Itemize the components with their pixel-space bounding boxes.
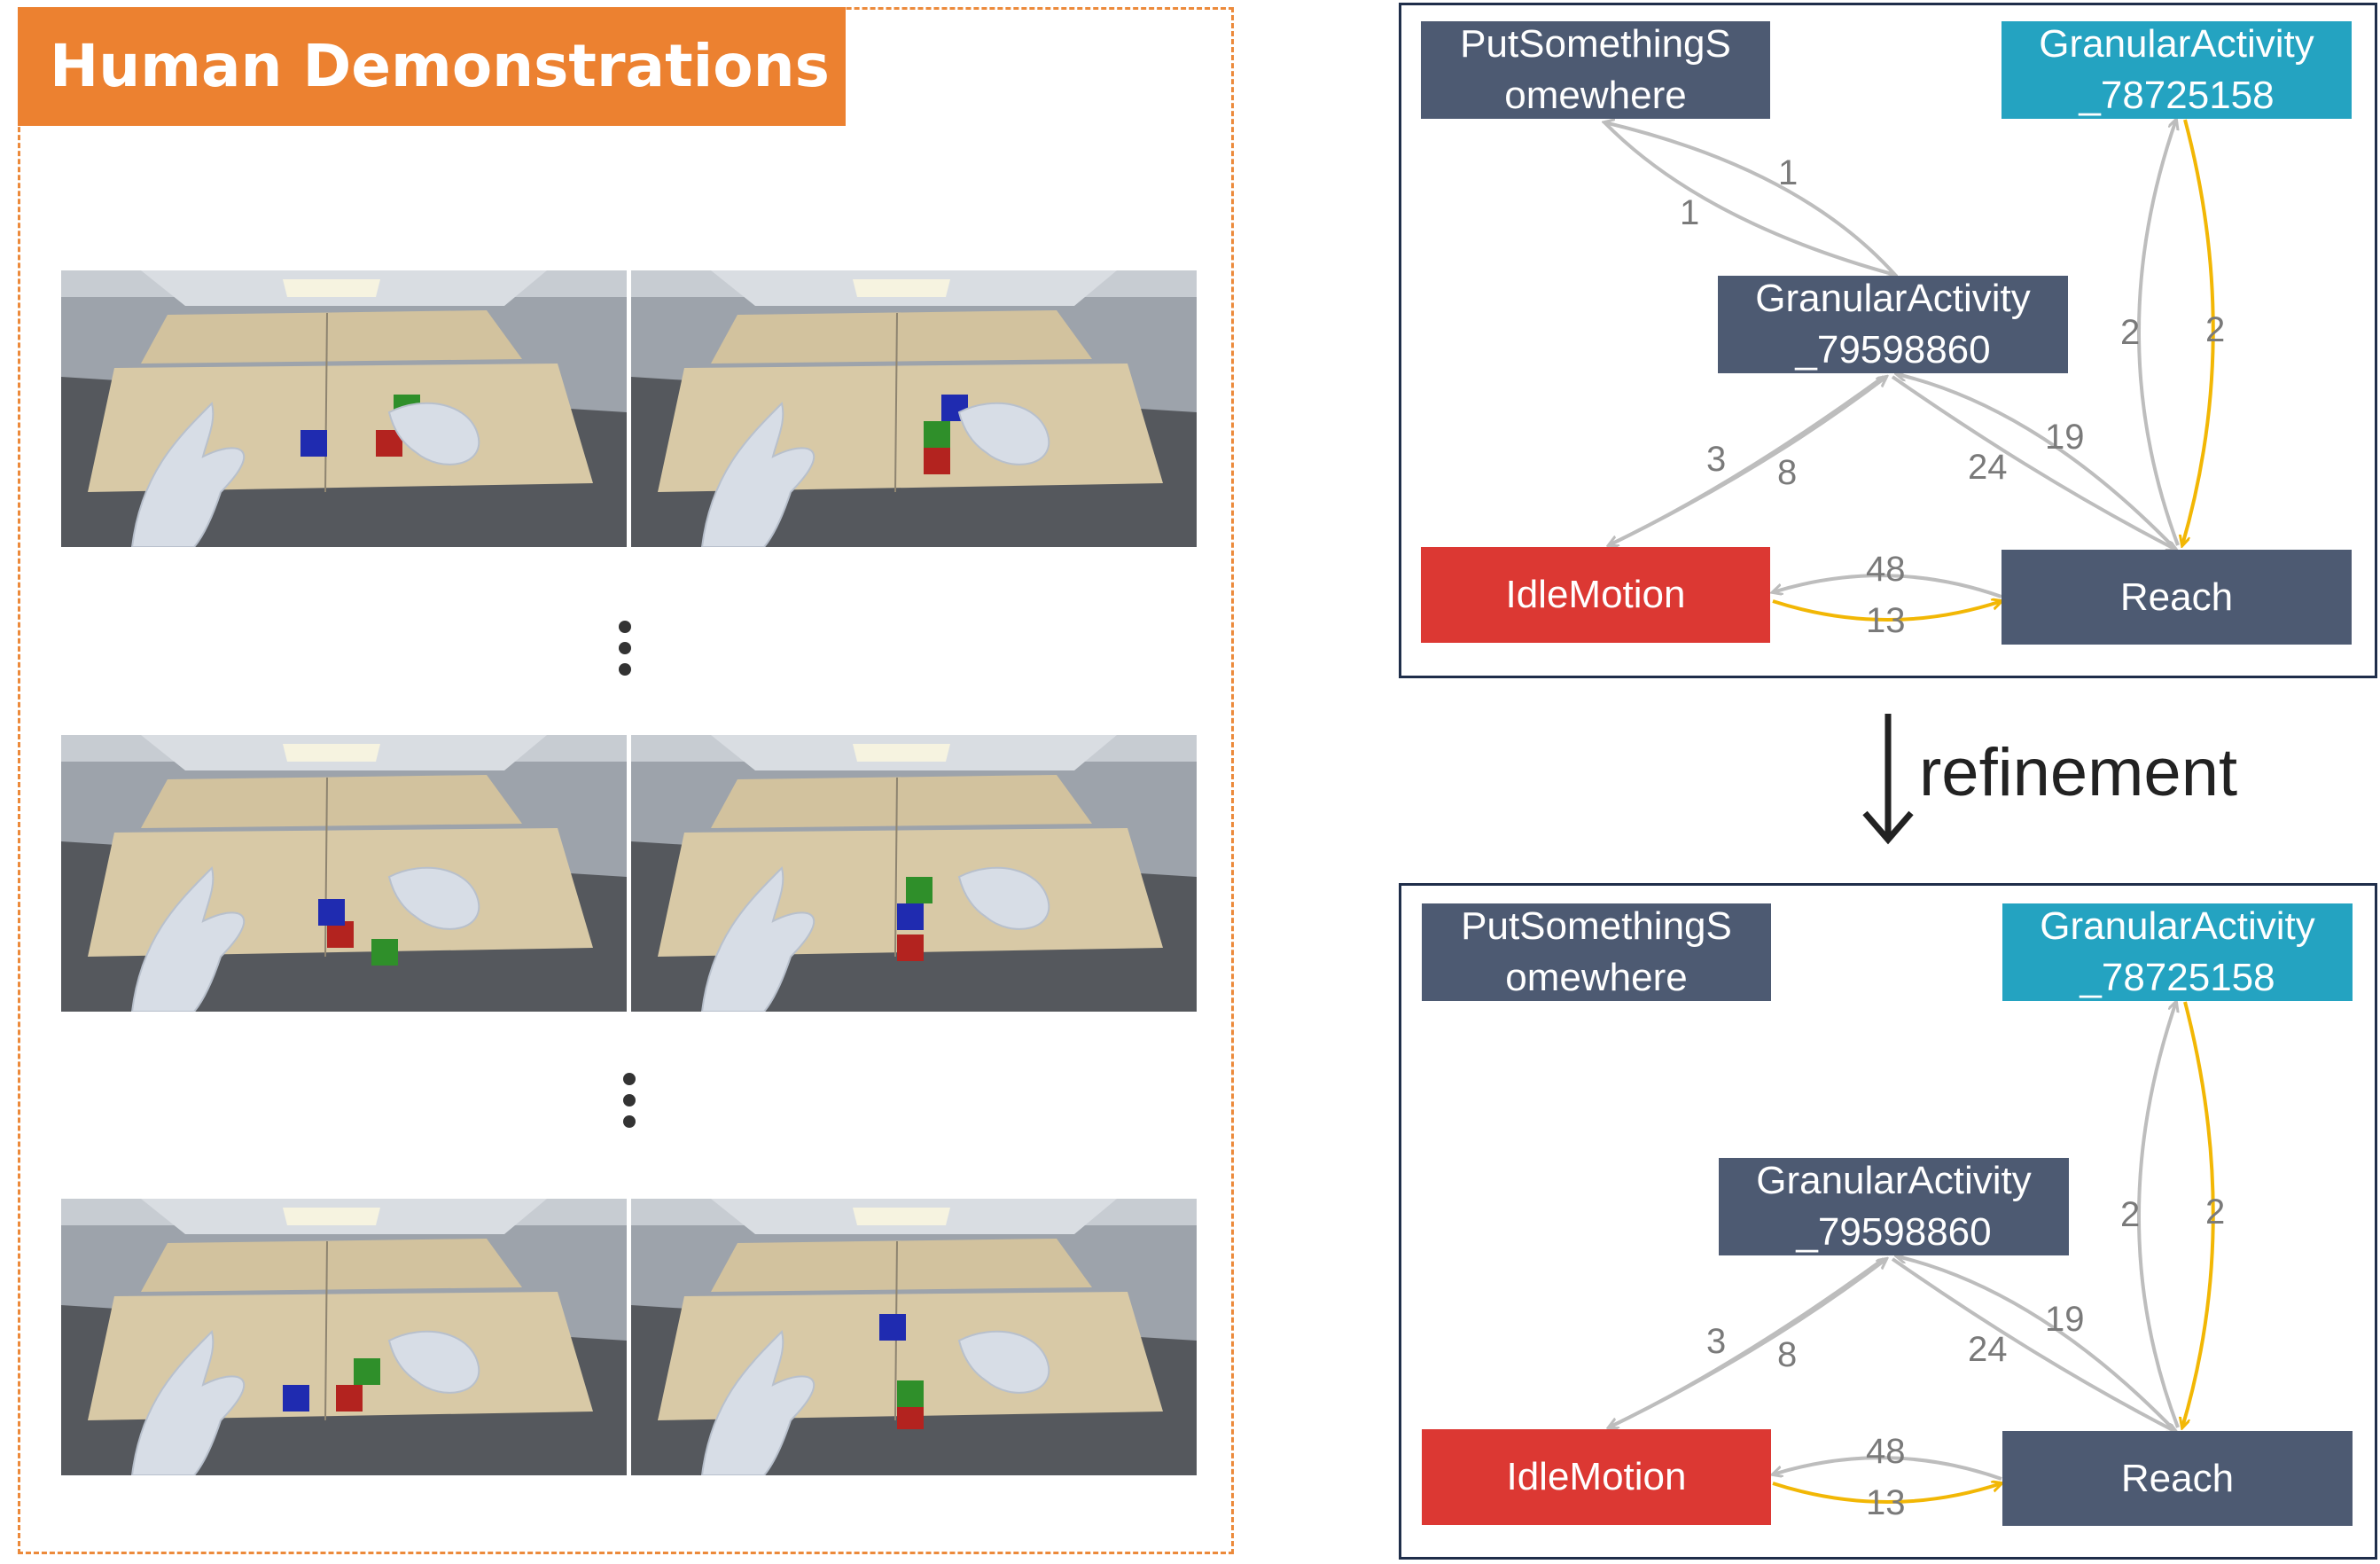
edge-label: 2: [2205, 310, 2226, 349]
edge-label: 19: [2045, 1300, 2085, 1339]
demo-frame-r1-c1: [61, 270, 627, 547]
edge-label: 48: [1866, 550, 1906, 589]
down-arrow-icon: [1862, 714, 1914, 845]
edge-label: 13: [1866, 1483, 1906, 1522]
ellipsis-icon: [620, 1073, 638, 1137]
node-granular-activity-78725158: GranularActivity_78725158: [2002, 903, 2353, 1001]
demo-frame-r2-c1: [61, 735, 627, 1012]
demo-frame-r1-c2: [631, 270, 1197, 547]
edge-label: 3: [1706, 440, 1727, 479]
edge-label: 2: [2120, 313, 2141, 352]
edge-label: 2: [2205, 1193, 2226, 1232]
edge-label: 19: [2045, 418, 2085, 457]
edge-label: 13: [1866, 601, 1906, 640]
panel-title: Human Demonstrations: [18, 7, 846, 126]
demo-frame-r2-c2: [631, 735, 1197, 1012]
edge-label: 48: [1866, 1432, 1906, 1471]
node-reach: Reach: [2002, 1431, 2353, 1526]
edge-label: 1: [1680, 193, 1700, 232]
edge-label: 24: [1968, 1330, 2008, 1369]
demo-frame-r3-c2: [631, 1199, 1197, 1475]
node-idle-motion: IdleMotion: [1422, 1429, 1771, 1525]
ellipsis-icon: [616, 621, 634, 684]
node-reach: Reach: [2002, 550, 2352, 645]
node-idle-motion: IdleMotion: [1421, 547, 1770, 643]
demo-frame-r3-c1: [61, 1199, 627, 1475]
node-granular-activity-79598860: GranularActivity_79598860: [1719, 1158, 2069, 1255]
edge-label: 8: [1777, 1335, 1798, 1374]
edge-label: 24: [1968, 448, 2008, 487]
node-granular-activity-79598860: GranularActivity_79598860: [1718, 276, 2068, 373]
node-granular-activity-78725158: GranularActivity_78725158: [2002, 21, 2352, 119]
edge-label: 8: [1777, 453, 1798, 492]
edge-label: 2: [2120, 1195, 2141, 1234]
edge-label: 1: [1778, 153, 1799, 192]
refinement-label: refinement: [1919, 735, 2238, 810]
edge-label: 3: [1706, 1322, 1727, 1361]
